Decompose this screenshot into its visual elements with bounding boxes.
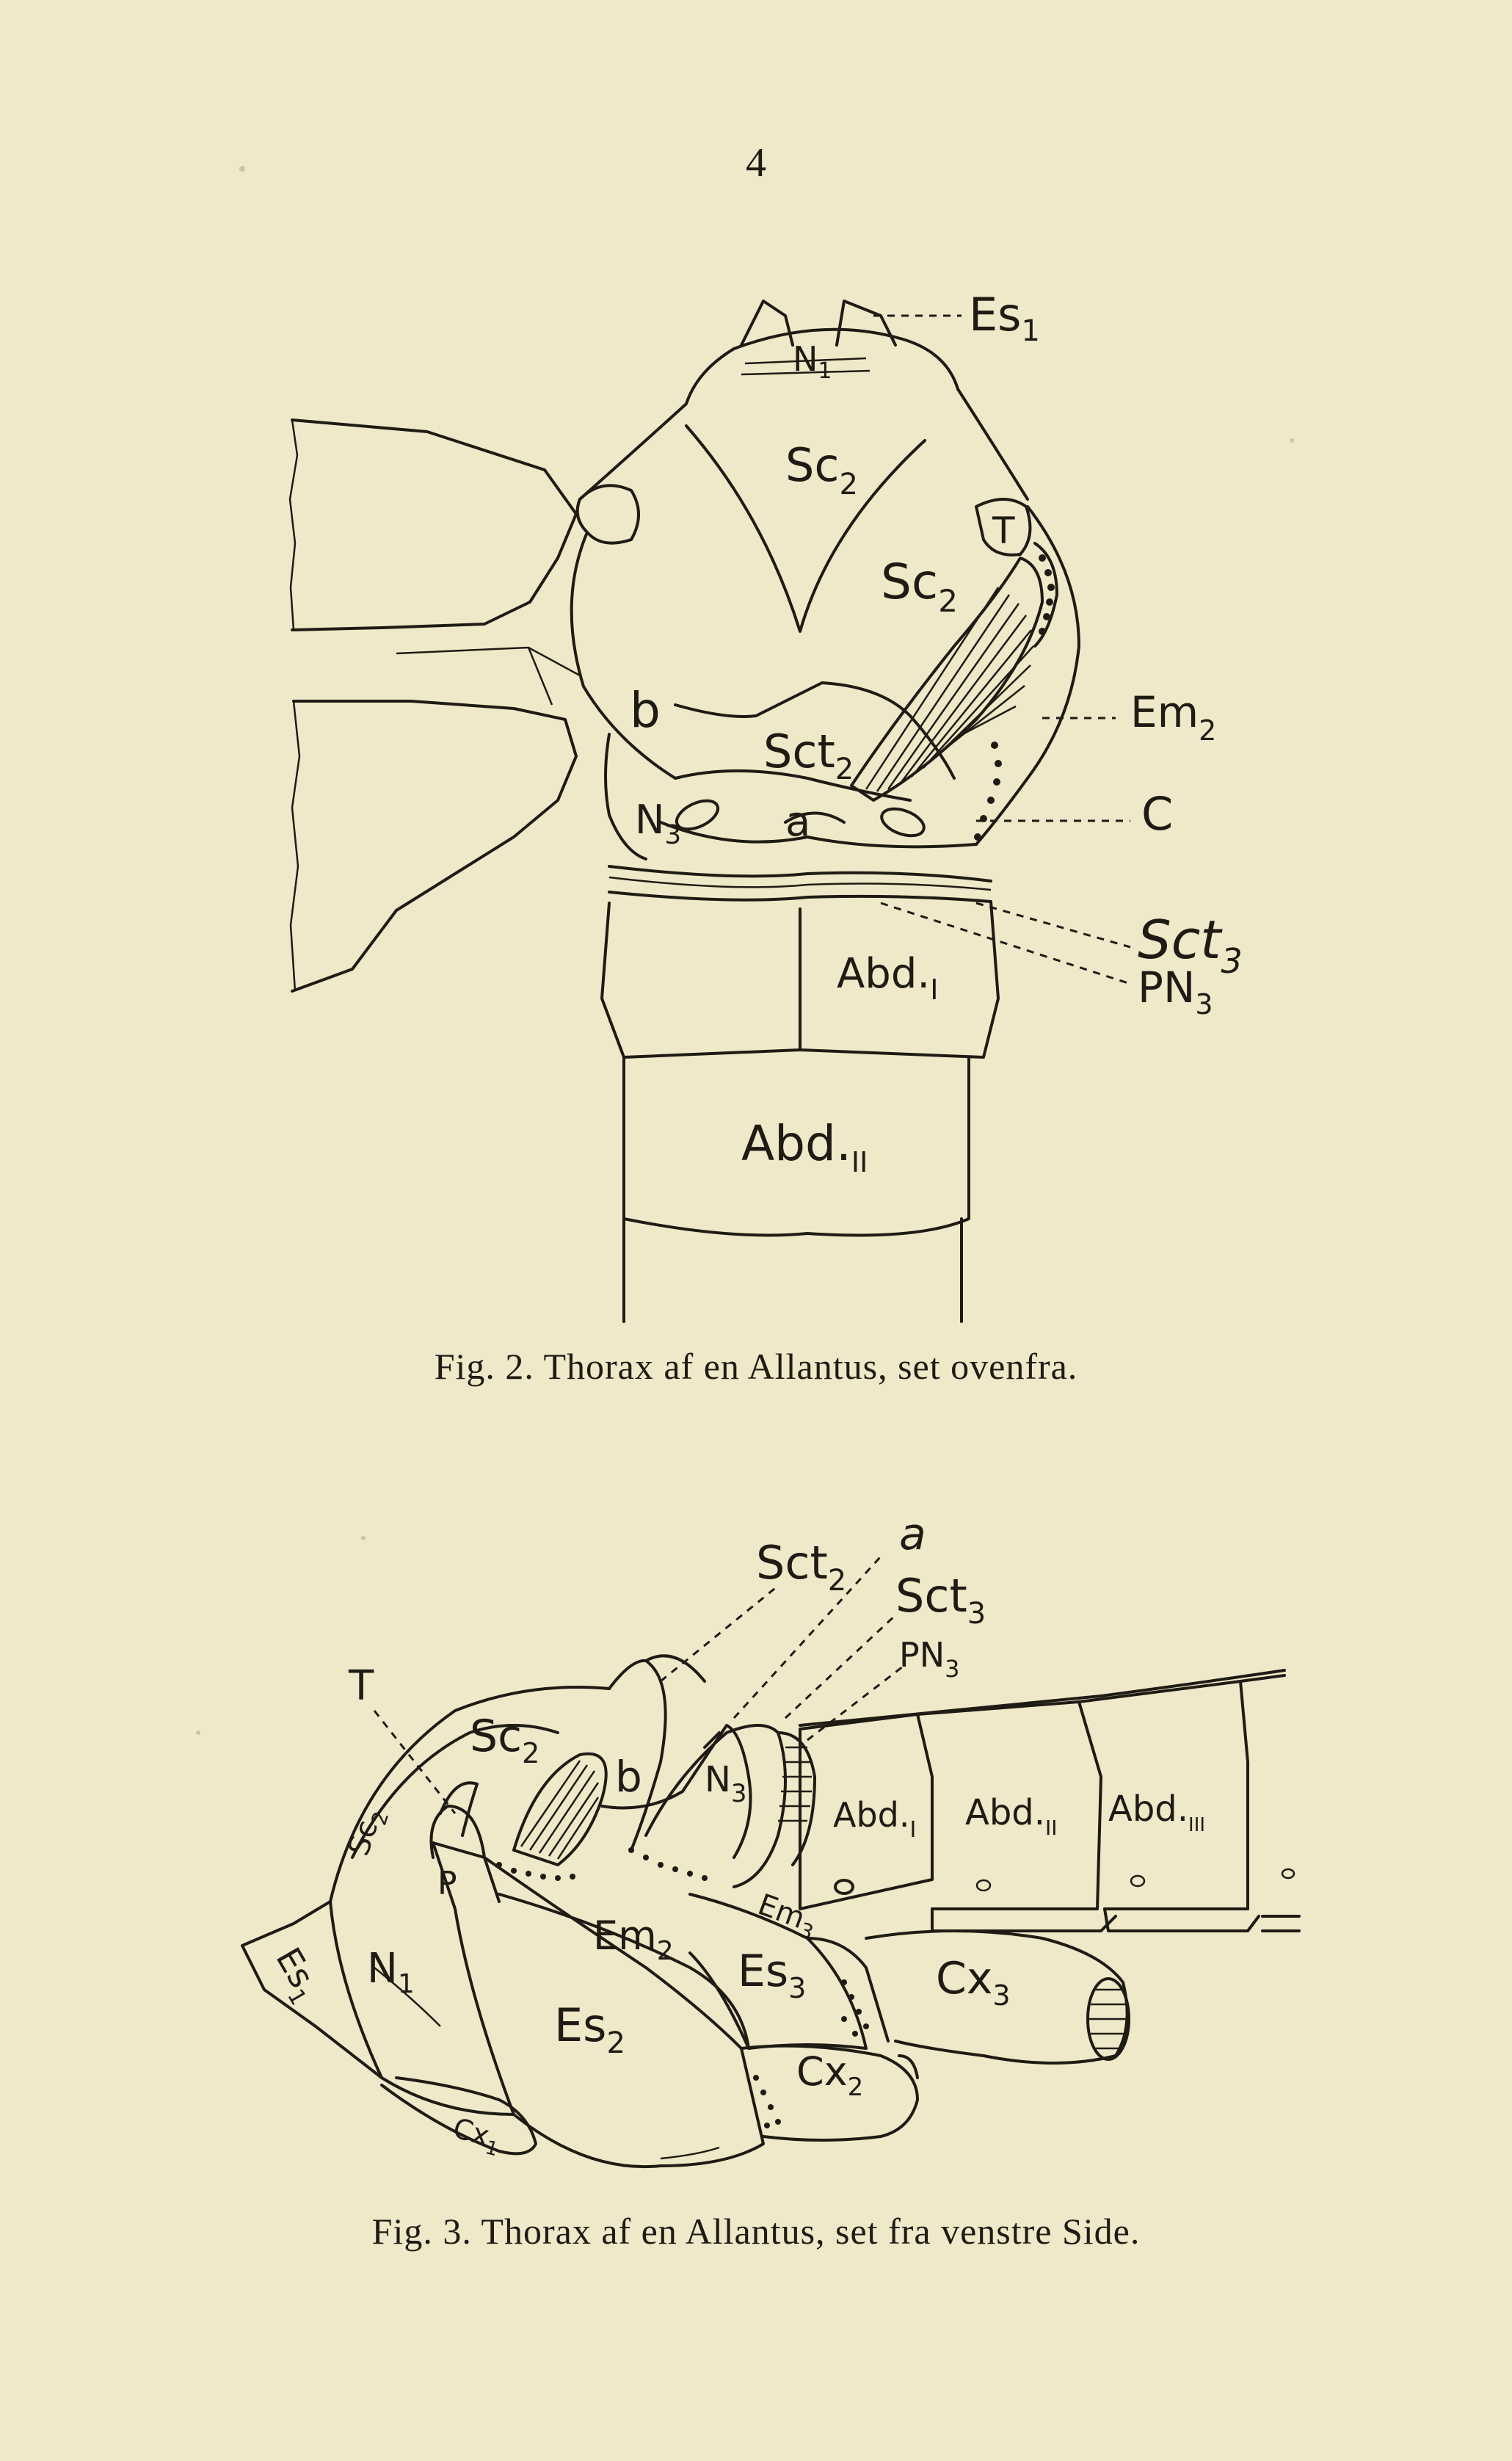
fig3-label-cx1: Cx1 xyxy=(448,2112,505,2161)
figure-3-illustration: Sct2 a Sct3 PN3 T Sc2 Sc2 b N3 Abd.I Abd… xyxy=(196,1509,1301,2169)
figure-2-caption: Fig. 2. Thorax af en Allantus, set ovenf… xyxy=(434,1346,1078,1387)
fig2-label-n3: N3 xyxy=(635,797,681,850)
fig2-label-em2: Em2 xyxy=(1130,687,1216,747)
figure-2-illustration: Es1 N1 Sc2 Sc2 T Em2 b Sct2 C N3 a Sct3 … xyxy=(239,166,1294,1323)
fig3-label-sct2: Sct2 xyxy=(756,1536,846,1598)
fig3-label-abd3: Abd.III xyxy=(1108,1788,1205,1836)
fig2-label-sct3: Sct3 xyxy=(1138,909,1243,981)
fig3-label-cx2: Cx2 xyxy=(796,2048,863,2102)
fig2-label-sct2: Sct2 xyxy=(763,725,854,786)
fig2-label-sc2-a: Sc2 xyxy=(785,438,858,501)
fig2-label-c: C xyxy=(1141,787,1173,841)
fig3-label-p: P xyxy=(437,1865,457,1902)
fig2-label-abd2: Abd.II xyxy=(741,1115,868,1178)
page-number: 4 xyxy=(746,140,766,186)
fig3-label-n3: N3 xyxy=(705,1759,747,1808)
fig2-label-b: b xyxy=(630,682,661,739)
fig2-label-n1: N1 xyxy=(793,339,832,384)
fig3-label-em3: Em3 xyxy=(752,1888,821,1945)
fig2-label-pn3: PN3 xyxy=(1138,963,1213,1021)
fig2-label-sc2-b: Sc2 xyxy=(881,554,958,619)
fig3-label-cx3: Cx3 xyxy=(936,1953,1011,2012)
fig3-label-t: T xyxy=(348,1662,374,1710)
fig3-label-es3: Es3 xyxy=(738,1946,806,2004)
fig3-label-em2: Em2 xyxy=(593,1913,674,1966)
fig3-label-a: a xyxy=(899,1509,926,1560)
fig3-label-pn3: PN3 xyxy=(899,1635,960,1683)
fig3-label-b: b xyxy=(615,1752,642,1802)
fig3-label-sc2-b: Sc2 xyxy=(342,1804,394,1861)
fig3-label-abd1: Abd.I xyxy=(833,1795,916,1843)
fig2-label-a: a xyxy=(785,798,810,846)
fig3-label-sct3: Sct3 xyxy=(895,1569,986,1631)
fig3-label-n1: N1 xyxy=(367,1945,415,1999)
fig3-label-es2: Es2 xyxy=(554,1998,625,2060)
fig2-label-abd1: Abd.I xyxy=(837,950,938,1006)
fig2-label-t: T xyxy=(992,510,1015,552)
figure-3-caption: Fig. 3. Thorax af en Allantus, set fra v… xyxy=(371,2211,1141,2252)
fig3-label-sc2-a: Sc2 xyxy=(470,1711,539,1769)
fig3-label-abd2: Abd.II xyxy=(965,1792,1058,1840)
fig3-label-es1: Es1 xyxy=(263,1941,330,2010)
fig2-label-es1: Es1 xyxy=(969,288,1040,348)
